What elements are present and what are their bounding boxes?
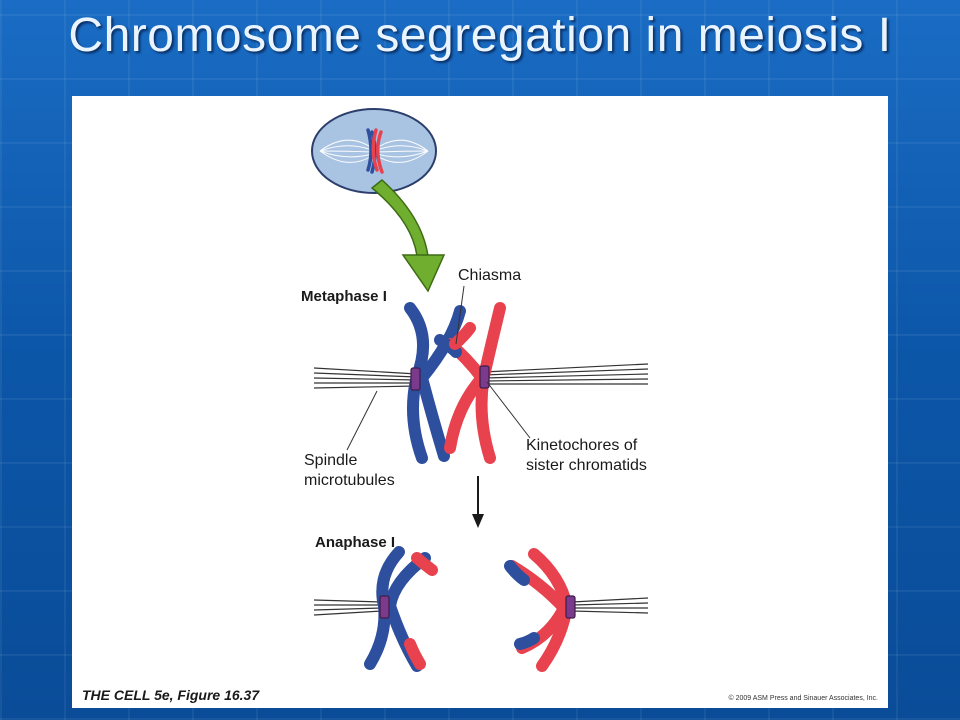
kinetochore-blue — [410, 367, 421, 391]
anaphase-spindle-right — [571, 597, 649, 614]
label-kinetochores-line2: sister chromatids — [526, 457, 647, 474]
kinetochore-anaphase-left — [379, 595, 390, 619]
stage-label-metaphase: Metaphase I — [301, 288, 387, 305]
stage-label-anaphase: Anaphase I — [315, 534, 395, 551]
anaphase-spindle-left — [313, 599, 383, 616]
chiasma-leader-line — [455, 285, 465, 345]
cell-illustration — [311, 108, 437, 194]
spindle-leader-line — [346, 390, 378, 451]
anaphase-left-chromosome — [364, 546, 438, 672]
meiosis-diagram: Metaphase I Chi — [82, 108, 878, 703]
label-spindle-line2: microtubules — [304, 472, 395, 489]
label-chiasma: Chiasma — [458, 267, 521, 284]
copyright-notice: © 2009 ASM Press and Sinauer Associates,… — [728, 694, 878, 702]
slide-title: Chromosome segregation in meiosis I — [68, 9, 892, 62]
metaphase-spindle-right — [483, 363, 649, 385]
figure-panel: Metaphase I Chi — [72, 96, 888, 708]
label-kinetochores-line1: Kinetochores of — [526, 437, 638, 454]
anaphase-right-chromosome — [504, 548, 574, 672]
kinetochores-leader-line — [486, 381, 531, 439]
kinetochore-anaphase-right — [565, 595, 576, 619]
figure-caption: THE CELL 5e, Figure 16.37 — [82, 687, 260, 703]
green-arrow-icon — [370, 179, 446, 293]
label-spindle-line1: Spindle — [304, 452, 357, 469]
down-arrow-icon — [472, 476, 484, 528]
kinetochore-red — [479, 365, 490, 389]
metaphase-spindle-left — [313, 367, 418, 389]
